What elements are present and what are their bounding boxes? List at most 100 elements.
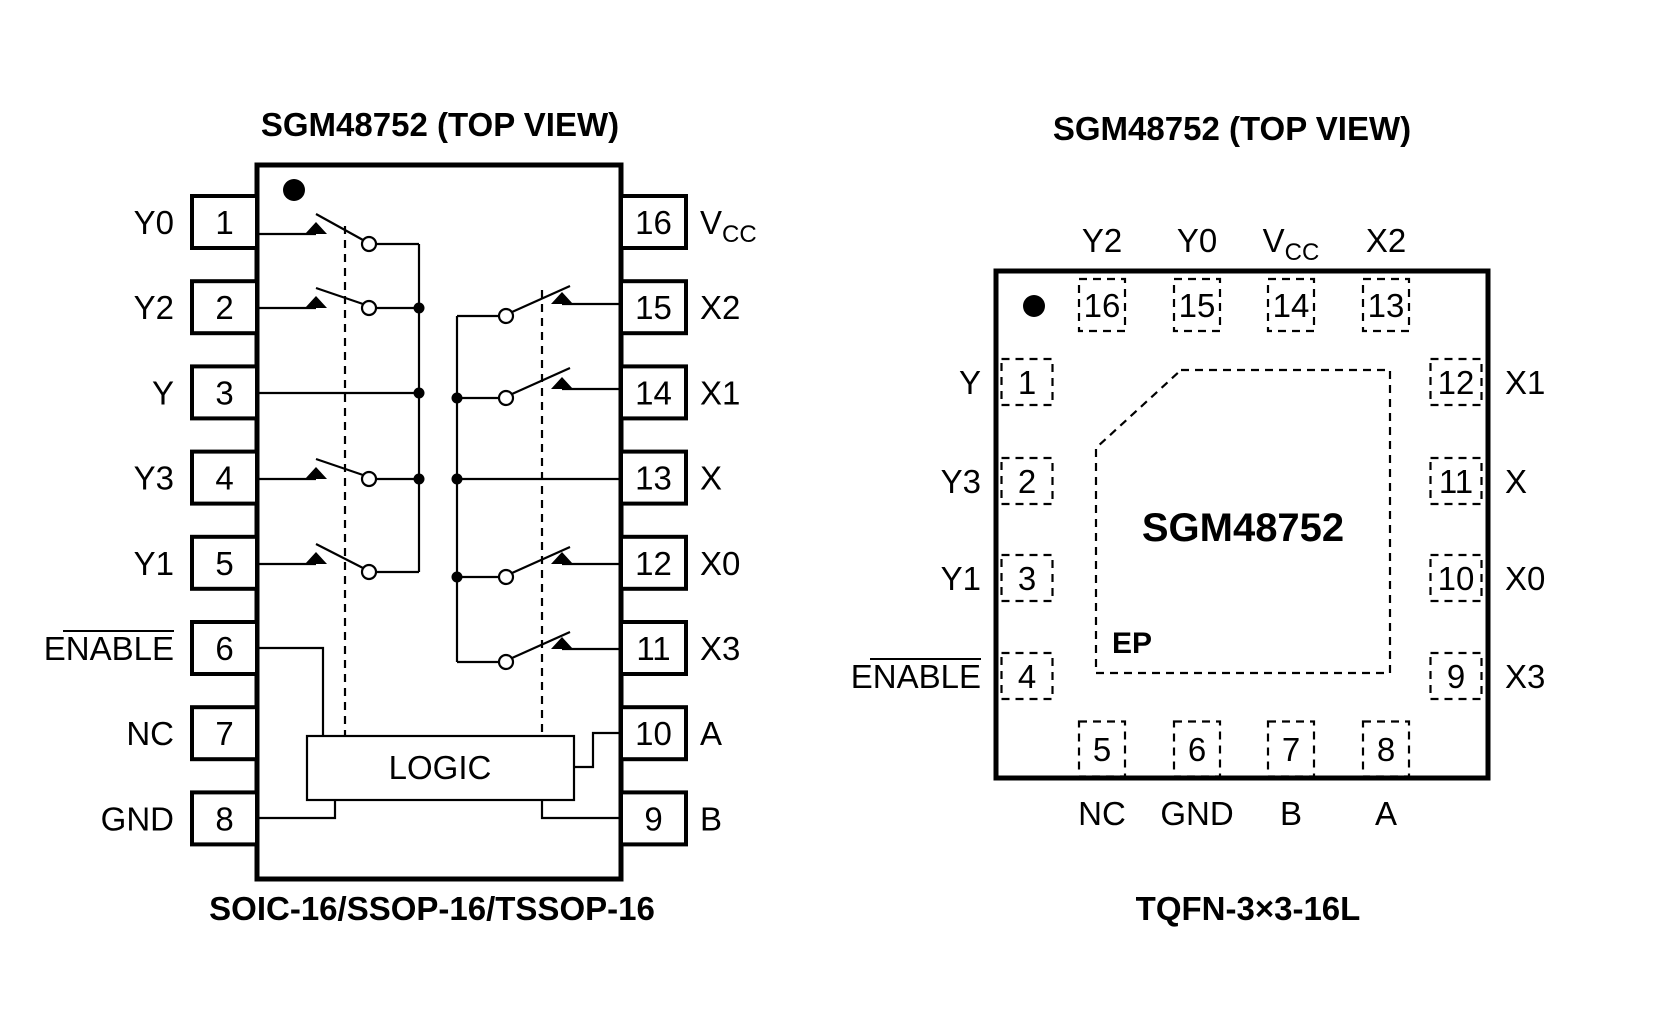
pin-name-label: VCC (1263, 222, 1320, 266)
switch-contact-triangle (551, 292, 573, 304)
switch-terminal-circle (497, 307, 515, 325)
switch-contact-triangle (551, 377, 573, 389)
package-body (993, 268, 1491, 781)
pin-name-label: B (1280, 795, 1302, 832)
logic-block (305, 734, 576, 802)
pad-9: 9 X3 (1429, 651, 1545, 701)
switch-terminal-circle (360, 563, 378, 581)
pin-number: 13 (635, 460, 672, 497)
pin-4: 4Y3 (134, 449, 259, 506)
pin-name-label: Y2 (134, 289, 174, 326)
logic-label: LOGIC (389, 749, 492, 786)
pad-number: 16 (1084, 287, 1121, 324)
pin-name-label: A (1375, 795, 1397, 832)
pad-number: 11 (1439, 463, 1473, 500)
chip-label: SGM48752 (1142, 506, 1344, 550)
pad-outline (1000, 651, 1054, 701)
pin-name: A (700, 715, 722, 752)
pad-number: 13 (1368, 287, 1405, 324)
pad-number: 3 (1018, 560, 1036, 597)
pad-outline (1000, 357, 1054, 407)
switch-contact-triangle (305, 296, 327, 308)
pad-outline (1077, 720, 1127, 778)
pad-outline (1077, 277, 1127, 333)
soic-package-diagram: SGM48752 (TOP VIEW) LOGIC 1Y02Y23Y4Y35Y1… (44, 106, 757, 927)
pin-number: 3 (215, 374, 233, 411)
pad-outline (1429, 553, 1483, 603)
pad-16: 16 Y2 (1077, 222, 1127, 333)
pad-outline (1266, 277, 1316, 333)
pad-number: 1 (1018, 364, 1036, 401)
pin-name: NC (1078, 795, 1126, 832)
a-wire (574, 731, 621, 769)
pin-name: ENABLE (851, 658, 981, 695)
pad-outline (1172, 720, 1222, 778)
pad-2: 2Y3 (941, 456, 1054, 506)
pin-3: 3Y (152, 364, 259, 421)
pin-name-label: ENABLE (851, 658, 981, 695)
pin-box (619, 364, 688, 421)
pin-name-label: B (700, 800, 722, 837)
pad-1: 1Y (959, 357, 1054, 407)
pad-number: 5 (1093, 731, 1111, 768)
switch-terminal-circle (360, 235, 378, 253)
pin-16: 16 VCC (619, 194, 757, 250)
pin-2: 2 Y2 (134, 279, 259, 336)
switch-blade (315, 213, 364, 241)
pin-name-label: X1 (1505, 364, 1545, 401)
pad-outline (1361, 720, 1411, 778)
pin-name: X2 (700, 289, 740, 326)
pin-number: 16 (635, 204, 672, 241)
pin-name: V (700, 204, 722, 241)
pin-number: 11 (636, 630, 670, 667)
pin-name: Y2 (134, 289, 174, 326)
pin-box (190, 364, 259, 421)
pin-number: 4 (215, 460, 233, 497)
pin1-indicator-dot (1023, 295, 1045, 317)
pin-name: X2 (1366, 222, 1406, 259)
pad-number: 8 (1377, 731, 1395, 768)
switch-terminal-circle (497, 389, 515, 407)
switch-terminal-circle (497, 568, 515, 586)
pin-name-label: X1 (700, 374, 740, 411)
pin-name-label: GND (1160, 795, 1233, 832)
left-caption: SOIC-16/SSOP-16/TSSOP-16 (209, 890, 655, 927)
pin-name-label: Y2 (1082, 222, 1122, 259)
pad-number: 9 (1447, 658, 1465, 695)
pin-box (619, 620, 688, 676)
pin-13: 13 X (619, 449, 722, 506)
pin-number: 5 (215, 545, 233, 582)
pin-name: X (700, 460, 722, 497)
switch-contact-triangle (551, 637, 573, 649)
switch-terminal-circle (360, 299, 378, 317)
pin-box (190, 790, 259, 847)
pin-number: 2 (215, 289, 233, 326)
junction-dot (451, 392, 463, 404)
pin-7: 7NC (126, 705, 259, 762)
pin-name: X0 (700, 545, 740, 582)
pin-name-label: VCC (700, 204, 757, 248)
pin-name-label: X2 (700, 289, 740, 326)
pin-box (619, 279, 688, 336)
pin-box (190, 620, 259, 676)
pin-name: GND (101, 800, 174, 837)
pin-name: X3 (1505, 658, 1545, 695)
pin-name: X (1505, 463, 1527, 500)
pin-box (619, 194, 688, 250)
pin-name: A (1375, 795, 1397, 832)
ep-label: EP (1112, 627, 1152, 660)
pad-13: 13 X2 (1361, 222, 1411, 333)
pad-outline (1429, 456, 1483, 506)
pad-11: 11 X (1429, 456, 1527, 506)
tqfn-package-diagram: SGM48752 (TOP VIEW) SGM48752 EP 1Y2Y33Y1… (851, 110, 1546, 927)
pin-box (619, 449, 688, 506)
pad-number: 15 (1179, 287, 1216, 324)
